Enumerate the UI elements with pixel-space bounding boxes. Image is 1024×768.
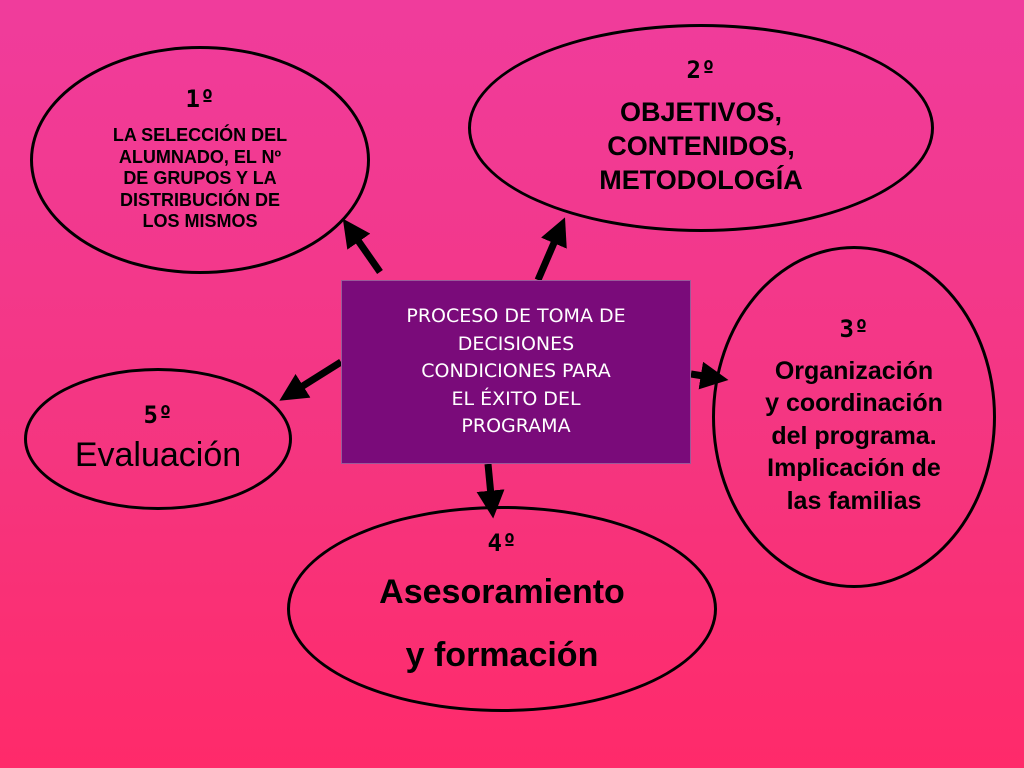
step-3-number: 3º bbox=[839, 314, 869, 343]
step-3-text: Organización y coordinación del programa… bbox=[765, 356, 943, 515]
step-1-ellipse: 1º LA SELECCIÓN DEL ALUMNADO, EL Nº DE G… bbox=[30, 46, 370, 274]
step-2-text: OBJETIVOS, CONTENIDOS, METODOLOGÍA bbox=[599, 97, 803, 195]
step-2-number: 2º bbox=[686, 56, 716, 85]
step-1-number: 1º bbox=[185, 85, 215, 114]
step-1-text: LA SELECCIÓN DEL ALUMNADO, EL Nº DE GRUP… bbox=[112, 125, 288, 232]
central-process-text: PROCESO DE TOMA DE DECISIONES CONDICIONE… bbox=[406, 305, 626, 438]
step-3-ellipse: 3º Organización y coordinación del progr… bbox=[712, 246, 996, 588]
step-4-text: Asesoramiento y formación bbox=[379, 573, 625, 674]
arrow-to-step-1 bbox=[342, 218, 383, 275]
arrow-to-step-5 bbox=[279, 359, 343, 401]
arrow-to-step-2 bbox=[534, 217, 567, 282]
arrow-to-step-3 bbox=[690, 361, 729, 390]
arrow-to-step-4 bbox=[476, 463, 505, 519]
step-5-text: Evaluación bbox=[74, 436, 242, 475]
central-process-box: PROCESO DE TOMA DE DECISIONES CONDICIONE… bbox=[341, 280, 691, 464]
step-4-ellipse: 4º Asesoramiento y formación bbox=[287, 506, 717, 712]
step-5-ellipse: 5º Evaluación bbox=[24, 368, 292, 510]
step-4-number: 4º bbox=[487, 529, 517, 558]
step-5-number: 5º bbox=[143, 401, 173, 430]
step-2-ellipse: 2º OBJETIVOS, CONTENIDOS, METODOLOGÍA bbox=[468, 24, 934, 232]
